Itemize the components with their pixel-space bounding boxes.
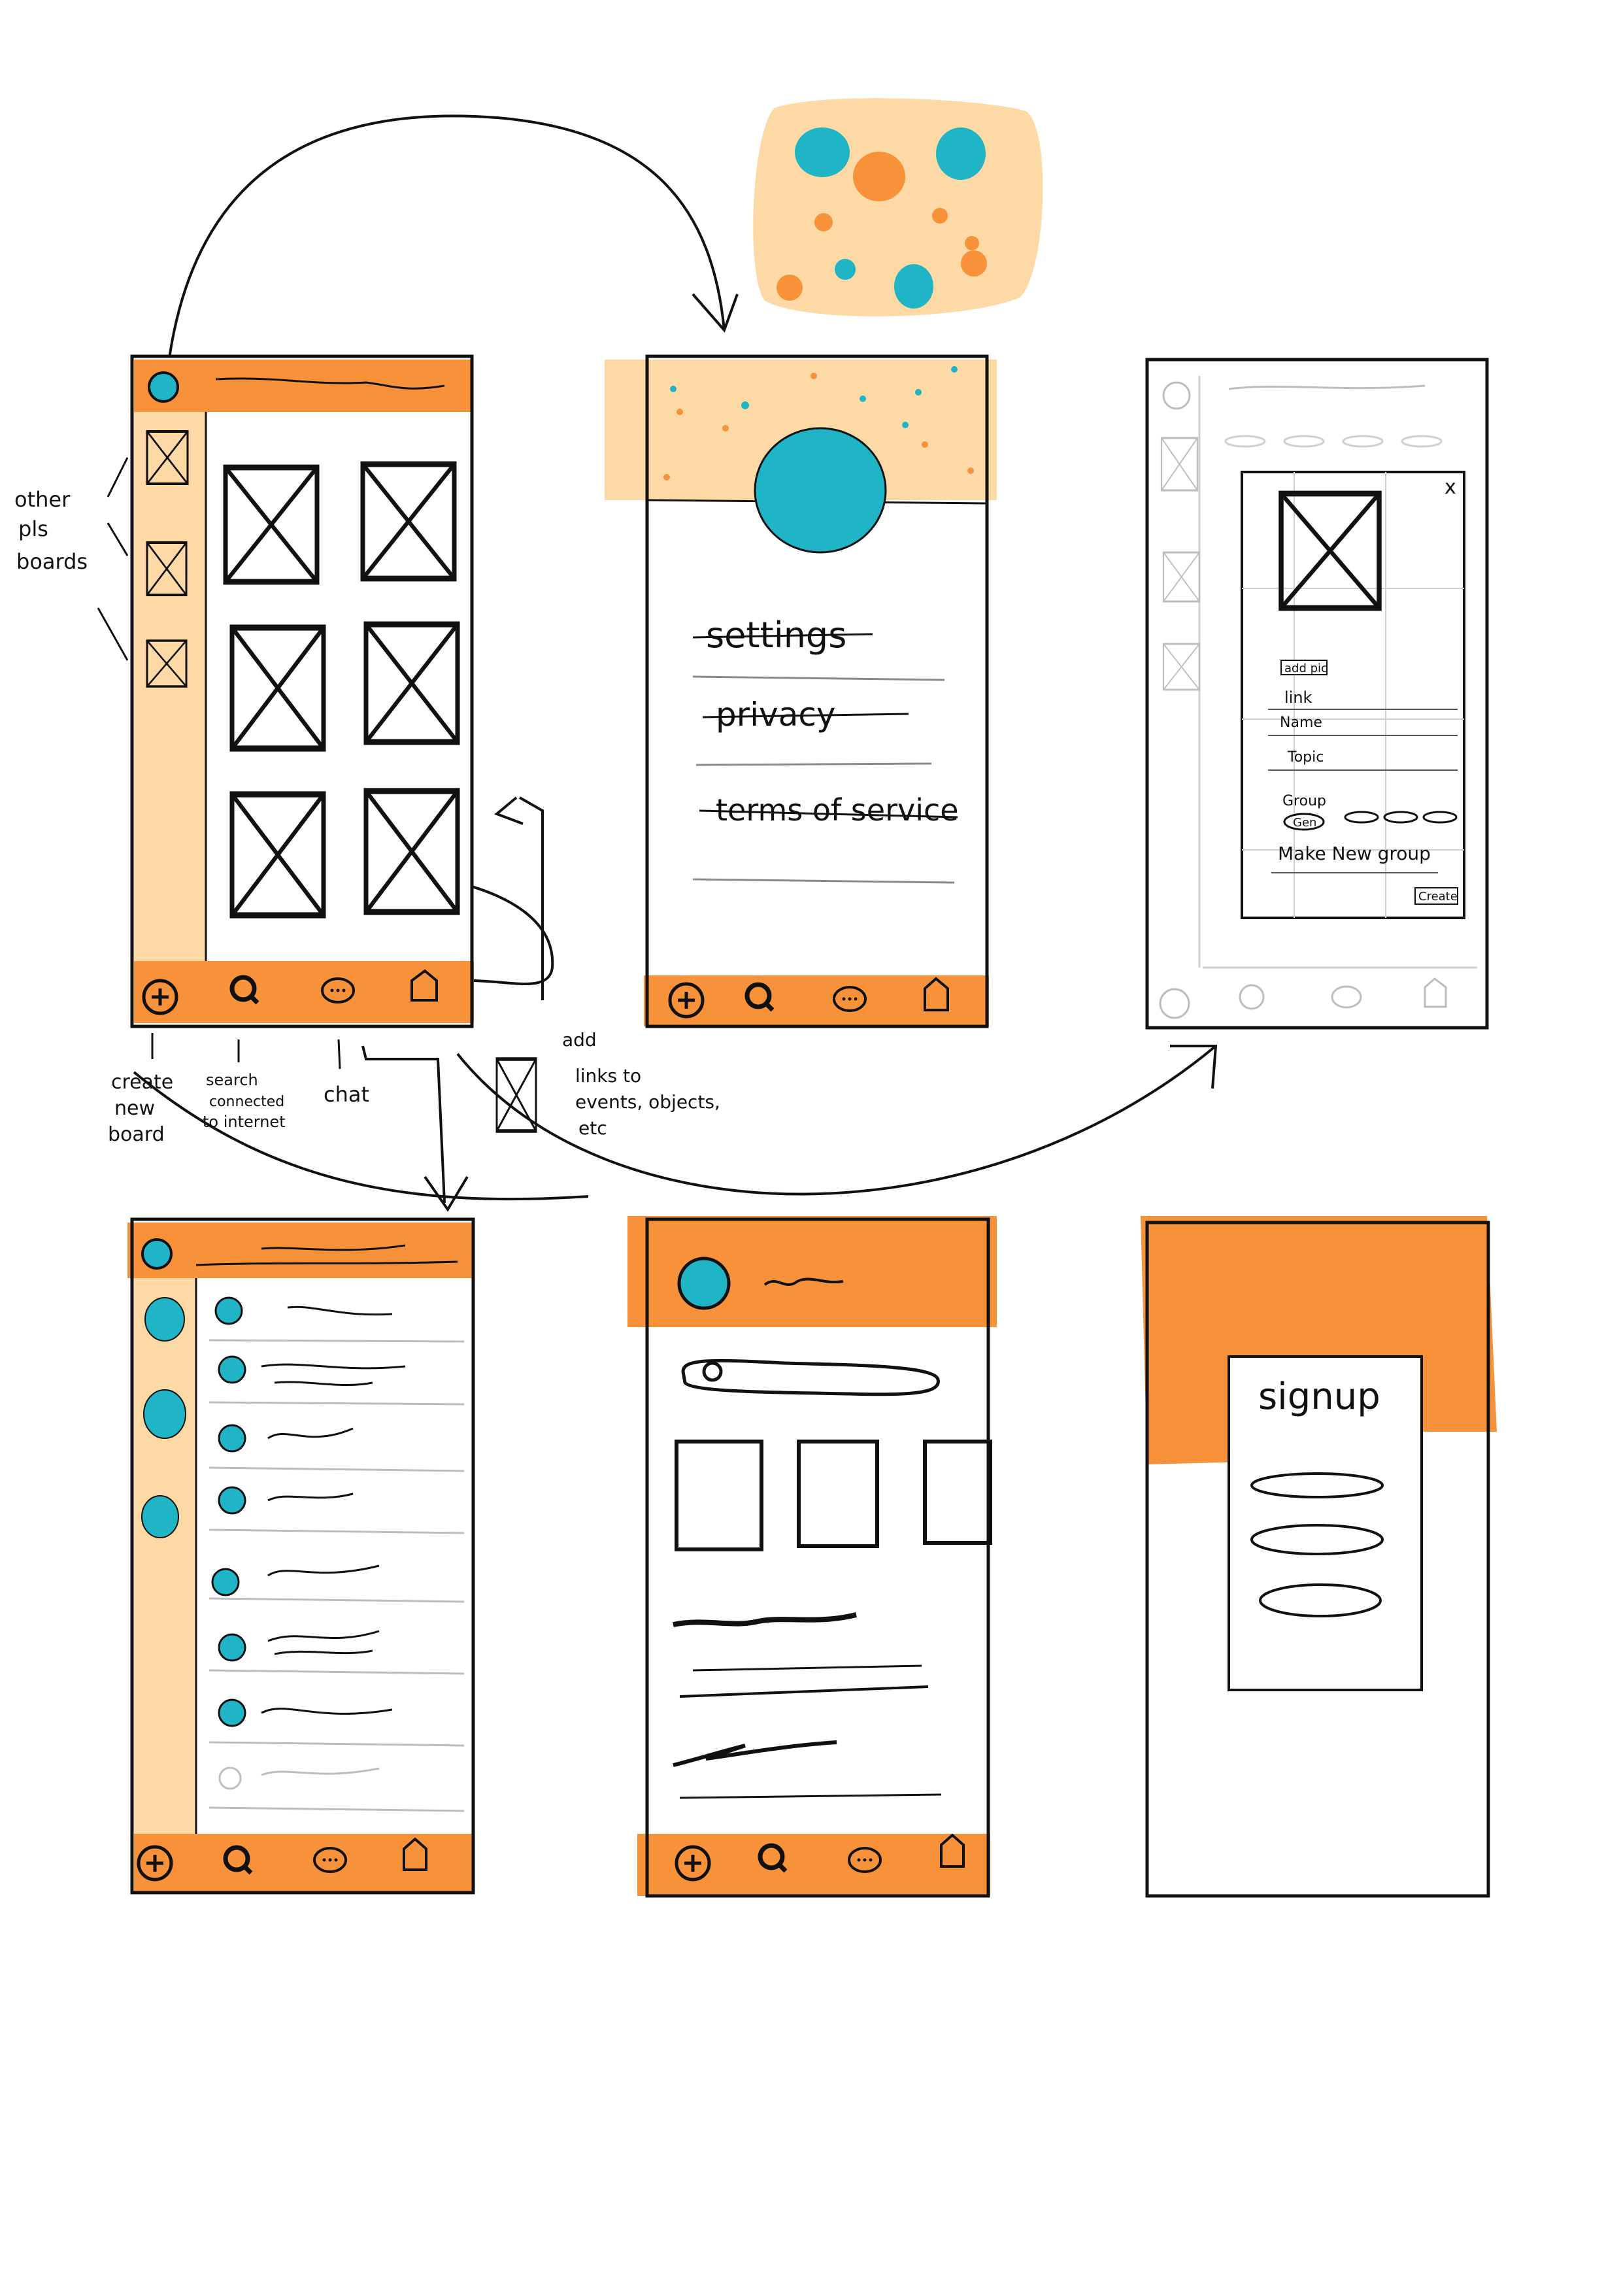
chat-icon[interactable] — [321, 977, 355, 1004]
avatar-icon[interactable] — [141, 1238, 173, 1270]
field-link-label: link — [1284, 688, 1312, 707]
chat-row[interactable] — [209, 1355, 465, 1406]
search-icon — [702, 1361, 723, 1382]
home-icon[interactable] — [410, 969, 438, 1002]
group-chip[interactable] — [1283, 813, 1325, 831]
dialog-close-icon[interactable]: x — [1445, 476, 1456, 499]
profile-bottom-nav — [644, 975, 989, 1026]
group-avatar[interactable] — [143, 1389, 186, 1439]
group-avatar[interactable] — [141, 1495, 179, 1538]
screen-boards — [130, 354, 474, 1028]
annotation-links-label: links to — [575, 1065, 641, 1087]
annotation-other-boards — [97, 457, 129, 661]
result-card[interactable] — [797, 1440, 879, 1548]
annotation-connected-label: connected — [209, 1094, 284, 1110]
boards-header — [134, 360, 473, 412]
chat-row[interactable] — [209, 1564, 465, 1603]
annotation-search-label: search — [206, 1071, 258, 1089]
boards-bottom-nav — [134, 961, 474, 1023]
menu-item-terms[interactable]: terms of service — [716, 792, 959, 828]
screen-create-board: x add pic link Name Topic Group Gen Make… — [1145, 358, 1489, 1030]
annotation-link-card — [497, 1059, 536, 1131]
add-pic-label: add pic — [1284, 662, 1328, 675]
field-name-label: Name — [1280, 715, 1322, 731]
create-button[interactable] — [1414, 887, 1458, 905]
result-card[interactable] — [923, 1440, 992, 1545]
signup-field[interactable] — [1259, 1583, 1382, 1617]
home-icon[interactable] — [924, 977, 949, 1011]
chat-row[interactable] — [209, 1698, 465, 1747]
group-chip-label: Gen — [1293, 816, 1316, 830]
search-icon[interactable] — [744, 982, 775, 1012]
color-palette-swatch — [753, 98, 1043, 316]
section-heading — [673, 1740, 837, 1767]
flow-arrows — [133, 114, 1218, 1212]
signup-field[interactable] — [1250, 1472, 1384, 1498]
signup-card: signup — [1228, 1355, 1423, 1691]
create-board-dialog: x add pic link Name Topic Group Gen Make… — [1241, 471, 1465, 919]
group-option[interactable] — [1344, 811, 1458, 824]
add-pic-button[interactable] — [1280, 660, 1328, 675]
screen-chat-list — [127, 1217, 475, 1895]
avatar-icon[interactable] — [677, 1257, 731, 1310]
annotation-chat-label: chat — [324, 1082, 369, 1107]
group-avatar[interactable] — [144, 1297, 185, 1342]
chat-icon[interactable] — [833, 986, 867, 1012]
annotation-new-label: new — [114, 1097, 155, 1120]
annotation-pls-label: pls — [18, 516, 48, 541]
chat-row[interactable] — [209, 1630, 465, 1675]
signup-title: signup — [1258, 1376, 1380, 1418]
search-input[interactable] — [681, 1359, 940, 1396]
field-topic-label: Topic — [1287, 749, 1324, 766]
home-icon[interactable] — [940, 1833, 965, 1868]
screen-search — [627, 1216, 997, 1898]
chat-row[interactable] — [209, 1296, 465, 1343]
avatar-icon[interactable] — [148, 371, 179, 403]
annotation-internet-label: to internet — [203, 1113, 286, 1131]
chat-icon[interactable] — [848, 1847, 882, 1873]
annotation-boards-label: boards — [16, 549, 88, 574]
profile-avatar[interactable] — [754, 427, 887, 554]
make-new-group-link[interactable]: Make New group — [1278, 843, 1431, 864]
screen-profile-menu: settings privacy terms of service — [605, 354, 997, 1028]
header-title-squiggle — [215, 377, 445, 390]
search-icon[interactable] — [223, 1845, 253, 1875]
annotation-add-label: add — [562, 1029, 597, 1051]
chat-row[interactable] — [209, 1424, 465, 1472]
group-label: Group — [1282, 793, 1326, 809]
annotation-board-label: board — [108, 1123, 165, 1146]
annotation-other-label: other — [14, 487, 71, 512]
chat-row[interactable] — [209, 1486, 465, 1534]
annotation-etc-label: etc — [578, 1117, 607, 1139]
create-button-label: Create — [1418, 890, 1458, 903]
annotation-create-label: create — [111, 1071, 173, 1094]
signup-field[interactable] — [1250, 1524, 1384, 1555]
search-icon[interactable] — [229, 975, 259, 1005]
chat-bottom-nav — [134, 1834, 474, 1893]
screen-signup: signup — [1141, 1216, 1497, 1898]
chat-icon[interactable] — [313, 1847, 347, 1873]
chat-header — [127, 1223, 474, 1278]
chat-row[interactable] — [209, 1766, 465, 1812]
search-icon[interactable] — [758, 1843, 788, 1873]
section-heading — [673, 1612, 857, 1627]
home-icon[interactable] — [403, 1837, 427, 1871]
annotation-events-label: events, objects, — [575, 1091, 720, 1113]
result-card[interactable] — [675, 1440, 763, 1551]
